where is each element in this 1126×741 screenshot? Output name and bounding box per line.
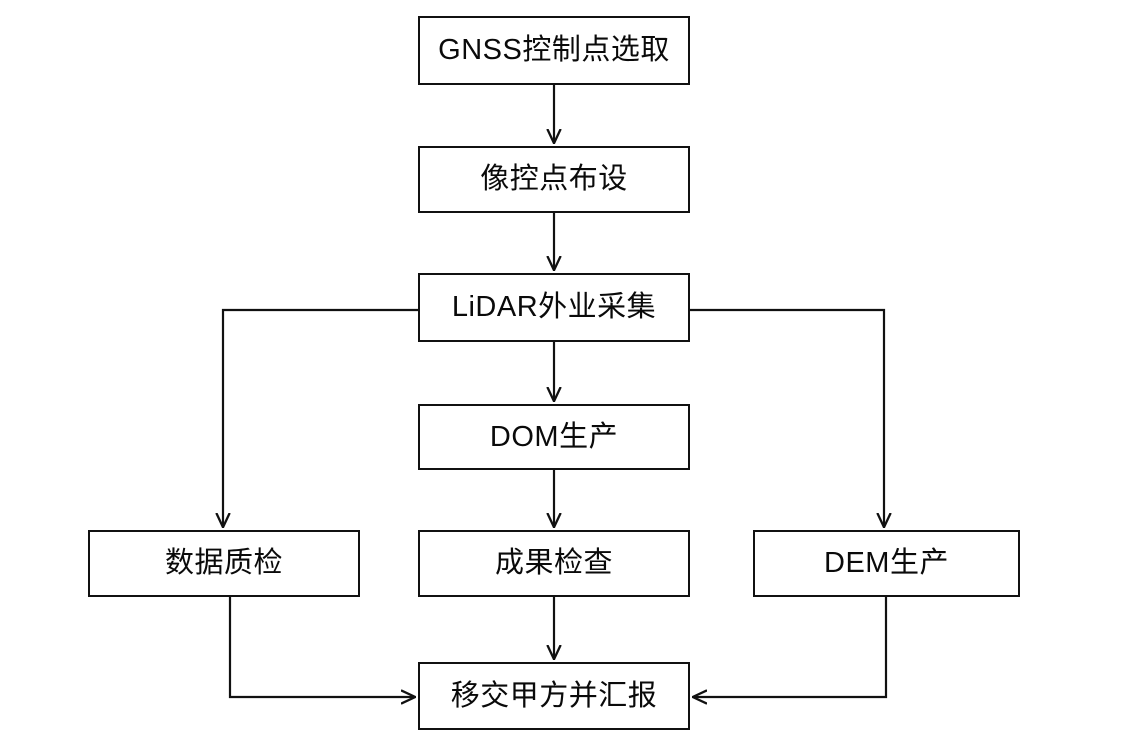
node-data-quality-inspection[interactable]: 数据质检: [88, 530, 360, 597]
node-result-check[interactable]: 成果检查: [418, 530, 690, 597]
node-label: 成果检查: [494, 547, 613, 579]
edge-lidar-to-qc: [223, 308, 418, 527]
node-dom-production[interactable]: DOM生产: [418, 404, 690, 470]
node-image-control-point-layout[interactable]: 像控点布设: [418, 146, 690, 213]
node-lidar-field-collection[interactable]: LiDAR外业采集: [418, 273, 690, 342]
node-label: 像控点布设: [480, 163, 628, 195]
edge-qc-to-handover: [228, 597, 415, 697]
node-gnss-control-point-selection[interactable]: GNSS控制点选取: [418, 16, 690, 85]
node-label: DOM生产: [489, 420, 619, 453]
edge-dem-to-handover: [693, 597, 888, 697]
node-label: LiDAR外业采集: [451, 291, 657, 323]
node-label: 数据质检: [164, 547, 283, 579]
node-label: DEM生产: [824, 547, 949, 579]
node-label: GNSS控制点选取: [438, 34, 670, 66]
node-handover-to-client-and-report[interactable]: 移交甲方并汇报: [418, 662, 690, 730]
node-dem-production[interactable]: DEM生产: [753, 530, 1020, 597]
node-label: 移交甲方并汇报: [450, 679, 658, 712]
edge-lidar-to-dem: [690, 308, 884, 527]
